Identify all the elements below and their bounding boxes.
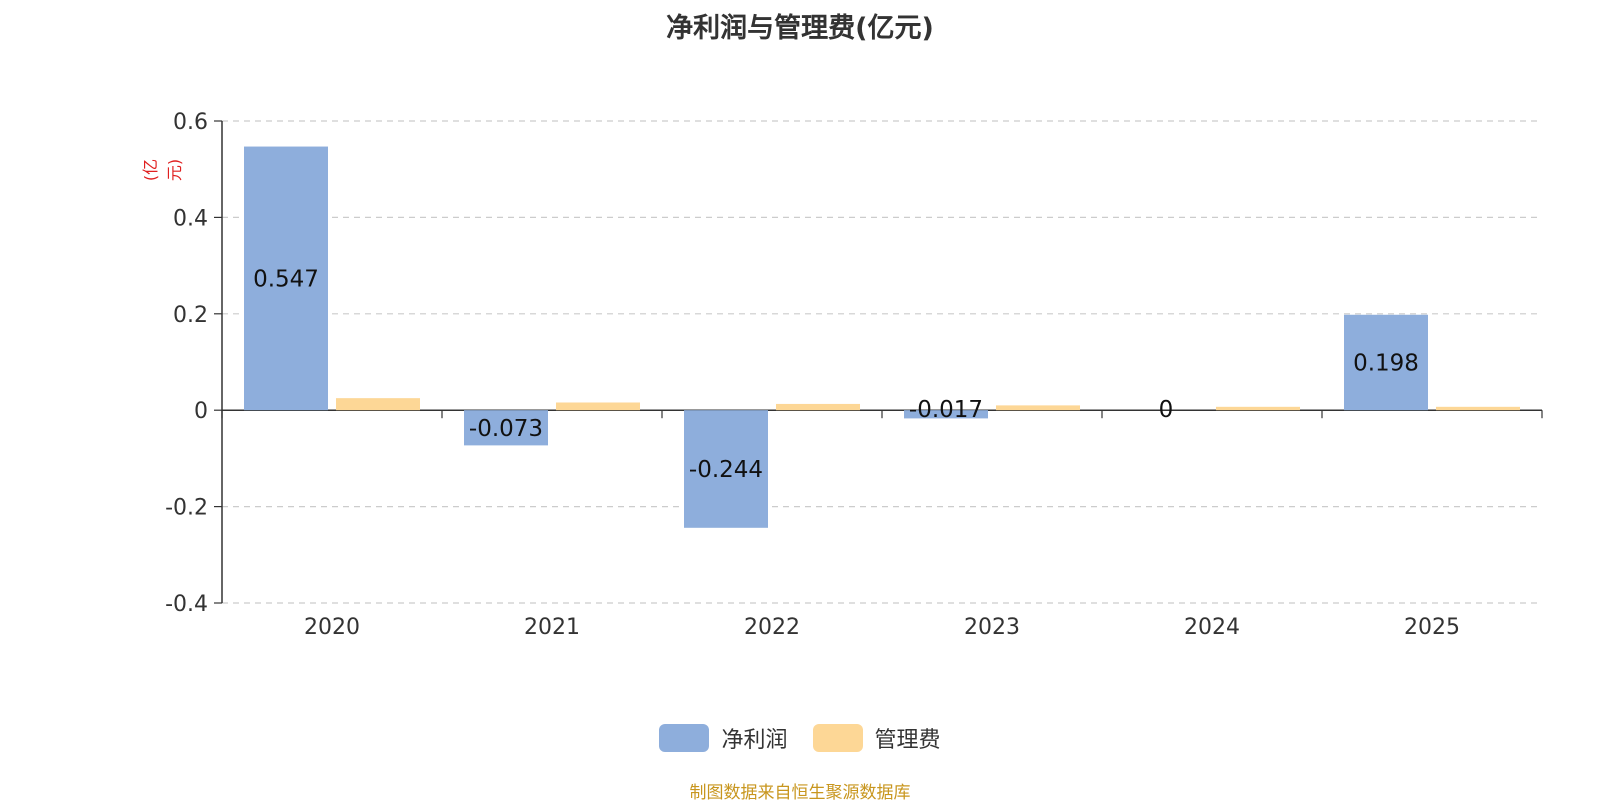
legend-item-admin-expense[interactable]: 管理费 [812, 722, 941, 754]
x-tick-label: 2020 [304, 615, 360, 640]
bar-net-profit [684, 410, 768, 528]
bar-net-profit [1344, 314, 1428, 411]
bar-admin-expense [1216, 406, 1300, 411]
x-tick-label: 2024 [1184, 615, 1240, 640]
legend-label-admin-expense: 管理费 [874, 728, 941, 753]
data-label-net-profit: 0.547 [253, 266, 319, 292]
bar-admin-expense [776, 403, 860, 411]
x-tick-label: 2023 [964, 615, 1020, 640]
bar-admin-expense [336, 398, 420, 411]
data-label-net-profit: -0.017 [909, 397, 983, 423]
y-tick-label: 0.2 [173, 303, 208, 328]
y-tick-label: 0.4 [173, 206, 208, 231]
x-tick-label: 2025 [1404, 615, 1460, 640]
data-label-net-profit: -0.244 [689, 457, 763, 483]
bar-admin-expense [1436, 406, 1520, 411]
legend-swatch-net-profit [659, 724, 710, 752]
y-tick-label: -0.4 [165, 592, 208, 617]
y-tick-label: -0.2 [165, 496, 208, 521]
data-label-net-profit: 0 [1159, 397, 1174, 423]
x-tick-label: 2021 [524, 615, 580, 640]
data-source-note: 制图数据来自恒生聚源数据库 [689, 783, 911, 803]
legend-item-net-profit[interactable]: 净利润 [659, 722, 787, 754]
bar-net-profit [464, 410, 548, 446]
data-label-net-profit: 0.198 [1353, 350, 1419, 376]
bar-net-profit [904, 410, 988, 419]
legend-label-net-profit: 净利润 [721, 728, 788, 753]
legend-swatch-admin-expense [812, 724, 863, 752]
y-tick-label: 0 [194, 399, 208, 424]
chart-title: 净利润与管理费(亿元) [666, 13, 934, 44]
x-tick-label: 2022 [744, 615, 800, 640]
bar-net-profit [244, 146, 328, 411]
legend: 净利润 管理费 [0, 722, 1600, 756]
data-label-net-profit: -0.073 [469, 416, 543, 442]
y-tick-label: 0.6 [173, 110, 208, 135]
bar-admin-expense [996, 405, 1080, 411]
bar-admin-expense [556, 402, 640, 411]
